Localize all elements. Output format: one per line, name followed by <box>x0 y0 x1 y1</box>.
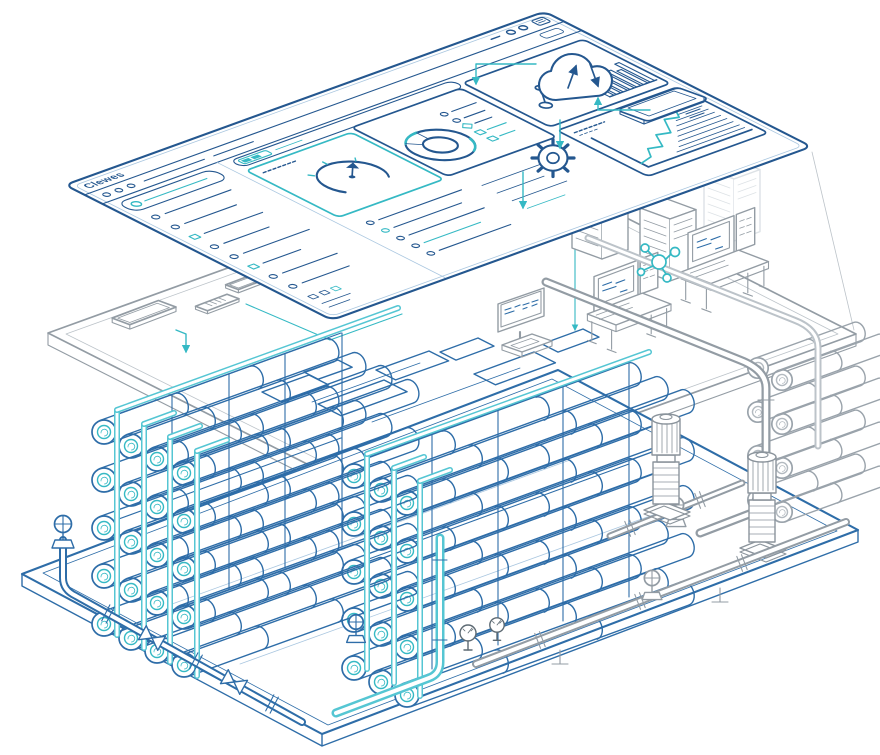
ro-plant-skid <box>22 238 880 746</box>
molecule-icon <box>638 244 680 282</box>
progress-pill <box>237 138 305 164</box>
toolbar <box>99 28 565 198</box>
sync-arrows <box>471 64 650 210</box>
donut-legend <box>437 101 527 141</box>
sidebar-mini-grid <box>308 286 358 307</box>
tablet-icon <box>620 88 706 124</box>
maximize-icon <box>505 30 517 35</box>
gear-icon <box>532 140 574 177</box>
close-icon <box>517 25 529 30</box>
donut-widget <box>352 88 557 176</box>
activity-list <box>365 161 600 256</box>
area-hatch <box>634 106 744 152</box>
minimize-icon <box>491 36 499 39</box>
feed-pipe <box>51 514 302 723</box>
discharge-pipe <box>476 522 846 664</box>
plan-blocks <box>262 329 599 422</box>
window-controls <box>487 17 551 42</box>
permeate-pipe <box>336 538 447 713</box>
cloud-sync-icon <box>539 54 612 100</box>
line-chart-widget <box>557 87 768 176</box>
search-icon <box>129 201 144 207</box>
sidebar-items[interactable] <box>150 188 371 288</box>
menu-icon <box>531 17 551 26</box>
manifold-piping <box>117 308 649 696</box>
gauge-widget <box>246 132 444 217</box>
dashboard-window: Clewes <box>65 12 811 320</box>
sidebar <box>112 162 445 315</box>
